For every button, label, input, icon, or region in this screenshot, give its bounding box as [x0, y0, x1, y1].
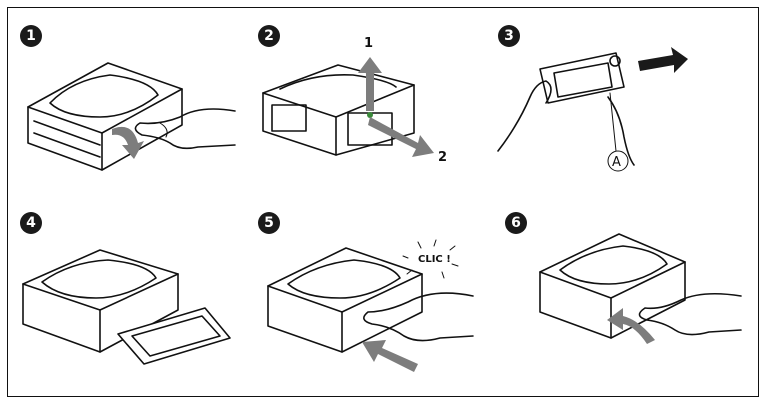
- printer-icon: [262, 64, 415, 156]
- step-5-panel: 5 CLIC !: [258, 212, 498, 397]
- step-1-illustration: [27, 62, 236, 171]
- push-arrow: [362, 340, 418, 372]
- step-4-panel: 4: [20, 212, 260, 397]
- printer-icon: [27, 62, 183, 171]
- close-arrow: [607, 308, 655, 344]
- hand-icon: [134, 108, 236, 150]
- open-arrow: [112, 126, 144, 159]
- step-4-illustration: [22, 249, 231, 365]
- step-2-badge: 2: [258, 25, 280, 47]
- step-3-panel: 3 A: [497, 25, 738, 210]
- click-sound-text: CLIC !: [418, 254, 451, 265]
- step-5-badge: 5: [258, 212, 280, 234]
- step-3-badge: 3: [498, 25, 520, 47]
- printer-icon: [539, 233, 686, 339]
- remove-arrow: [638, 47, 688, 73]
- step-2-panel: 2 1 2: [258, 25, 498, 210]
- step-1-panel: 1: [20, 25, 260, 210]
- step-2-label-2: 2: [438, 150, 447, 165]
- lift-arrow: [358, 57, 382, 111]
- step-6-badge: 6: [505, 212, 527, 234]
- paper-tray-icon: [117, 307, 231, 365]
- printer-icon: [22, 249, 179, 353]
- cartridge-icon: [539, 52, 625, 104]
- pull-arrow: [368, 117, 434, 157]
- step-6-illustration: [539, 233, 742, 344]
- step-6-panel: 6: [505, 212, 745, 397]
- step-4-badge: 4: [20, 212, 42, 234]
- step-2-label-1: 1: [364, 36, 373, 51]
- step-5-illustration: CLIC !: [267, 239, 474, 372]
- hand-icon: [363, 292, 474, 342]
- hand-icon: [638, 292, 742, 336]
- callout-a: A: [612, 155, 621, 170]
- step-1-badge: 1: [20, 25, 42, 47]
- step-3-illustration: A: [497, 47, 688, 172]
- instruction-frame: [7, 7, 759, 397]
- step-2-illustration: 1 2: [262, 36, 447, 165]
- hands-icon: [497, 80, 635, 166]
- printer-icon: [267, 247, 423, 353]
